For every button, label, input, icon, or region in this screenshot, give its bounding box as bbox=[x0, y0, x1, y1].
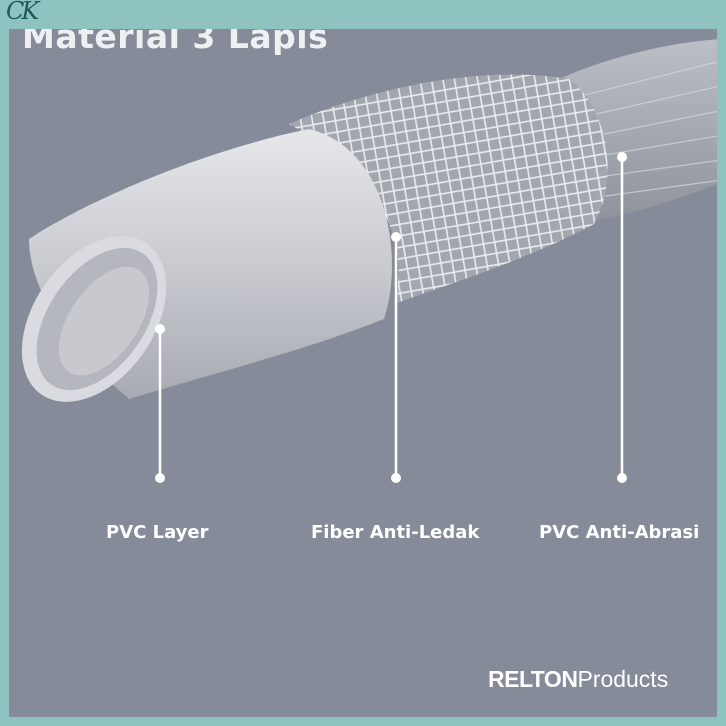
label-pvc-anti-abrasi: PVC Anti-Abrasi bbox=[539, 522, 699, 543]
callout-dot-abrasion-top bbox=[617, 152, 627, 162]
product-image: Material 3 Lapis PVC Layer Fiber Anti-Le… bbox=[9, 29, 717, 717]
brand-logo: RELTONProducts bbox=[488, 666, 668, 693]
callout-dot-pvc-top bbox=[155, 324, 165, 334]
brand-name: RELTON bbox=[488, 666, 577, 692]
ck-logo: CK bbox=[6, 0, 36, 25]
callout-dot-abrasion-bottom bbox=[617, 473, 627, 483]
label-fiber-anti-ledak: Fiber Anti-Ledak bbox=[311, 522, 479, 543]
hose-illustration bbox=[9, 29, 717, 717]
brand-suffix: Products bbox=[577, 666, 668, 692]
label-pvc-layer: PVC Layer bbox=[106, 522, 208, 543]
callout-dot-fiber-top bbox=[391, 232, 401, 242]
callout-dot-pvc-bottom bbox=[155, 473, 165, 483]
callout-dot-fiber-bottom bbox=[391, 473, 401, 483]
page-title: Material 3 Lapis bbox=[22, 29, 328, 56]
